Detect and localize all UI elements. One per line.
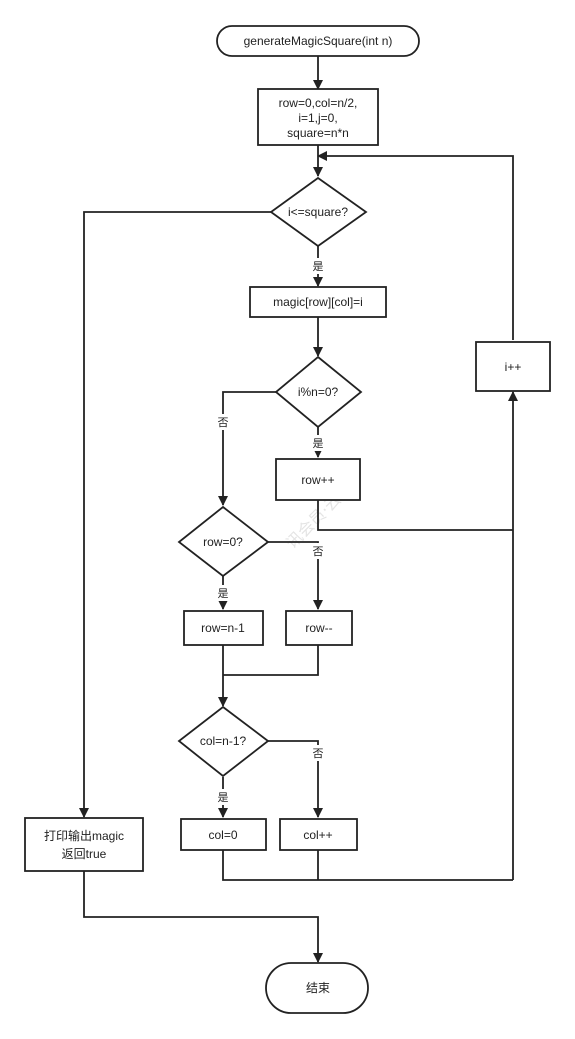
edge-label-mod-no: 否 [218,416,229,429]
row-increment-label: row++ [301,473,334,487]
i-increment-label: i++ [505,360,522,374]
row-set-node: row=n-1 [183,610,264,646]
edge-loop-no [79,211,271,818]
end-label: 结束 [306,981,330,995]
row-increment-node: row++ [275,458,361,501]
mod-condition-label: i%n=0? [298,385,339,399]
end-node: 结束 [265,962,369,1014]
row-condition-label: row=0? [203,535,243,549]
edge-iinc-loopback [317,151,514,340]
init-node: row=0,col=n/2, i=1,j=0, square=n*n [257,88,379,146]
i-increment-node: i++ [475,341,551,392]
edge-label-mod-yes: 是 [313,437,324,450]
edge-output-to-end [83,871,323,963]
mod-condition-node: i%n=0? [274,355,363,429]
edge-label-loop-yes: 是 [313,260,324,273]
row-decrement-label: row-- [305,621,332,635]
col-condition-node: col=n-1? [177,705,270,778]
row-decrement-node: row-- [285,610,353,646]
col-set-node: col=0 [180,818,267,851]
init-label-line-2: i=1,j=0, [298,111,337,125]
edge-label-row-no: 否 [313,545,324,558]
start-label: generateMagicSquare(int n) [244,34,393,48]
loop-condition-node: i<=square? [269,176,368,248]
col-increment-node: col++ [279,818,358,851]
output-label-line-2: 返回true [62,847,107,861]
edge-label-row-yes: 是 [218,587,229,600]
output-node: 打印输出magic 返回true [24,817,144,872]
row-condition-node: row=0? [177,505,270,578]
edge-colset-bottom [222,850,513,881]
output-label-line-1: 打印输出magic [44,828,124,843]
edge-mod-no [218,391,276,506]
edge-col-no [268,740,323,818]
edge-rowdec-merge [223,645,319,676]
assign-label: magic[row][col]=i [273,295,363,309]
col-increment-label: col++ [303,828,332,842]
row-set-label: row=n-1 [201,621,245,635]
edge-label-col-no: 否 [313,747,324,760]
edge-label-col-yes: 是 [218,791,229,804]
init-label-line-3: square=n*n [287,126,349,140]
start-node: generateMagicSquare(int n) [216,25,420,57]
col-condition-label: col=n-1? [200,734,247,748]
loop-condition-label: i<=square? [288,205,348,219]
init-label-line-1: row=0,col=n/2, [279,96,358,110]
col-set-label: col=0 [208,828,237,842]
assign-node: magic[row][col]=i [249,286,387,318]
edge-row-no [268,541,323,610]
edge-rowinc-to-iinc [317,500,513,531]
